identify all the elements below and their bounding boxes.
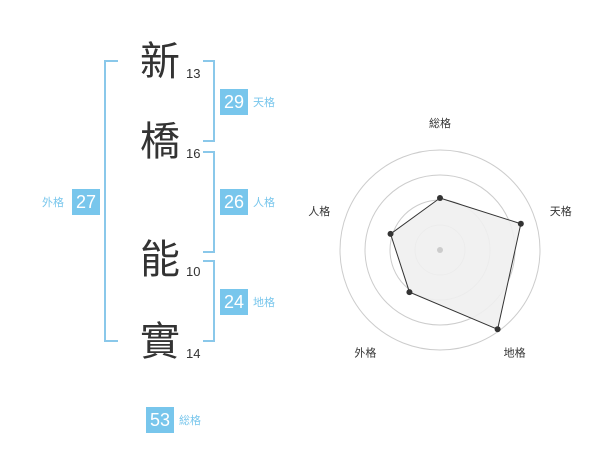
tenkaku-value: 29 [220,89,248,115]
radar-axis-label-1: 総格 [429,116,451,130]
radar-point-1 [437,195,443,201]
soukaku-label: 総格 [179,414,201,427]
tenkaku-label: 天格 [253,96,275,109]
radar-point-5 [387,230,394,237]
name-char-4: 實 [140,319,180,365]
jinkaku-value: 26 [220,189,248,215]
radar-point-3 [494,326,501,333]
radar-axis-label-3: 地格 [504,346,526,360]
radar-axis-label-5: 人格 [308,204,330,218]
gaikaku-bracket [104,60,118,342]
stroke-count-2: 16 [186,146,201,161]
stroke-count-1: 13 [186,66,201,81]
radar-point-2 [517,220,524,227]
gaikaku-value: 27 [72,189,100,215]
radar-axis-label-2: 天格 [550,204,572,218]
radar-axis-label-4: 外格 [354,346,376,360]
radar-area [389,197,522,330]
jinkaku-bracket [203,151,215,253]
radar-center [437,247,443,253]
name-char-2: 橋 [140,119,180,165]
gaikaku-label: 外格 [42,196,64,209]
name-char-3: 能 [140,237,180,283]
stroke-count-4: 14 [186,346,201,361]
stroke-count-3: 10 [186,264,201,279]
radar-ring-4 [339,149,541,351]
chikaku-bracket [203,260,215,342]
soukaku-value: 53 [146,407,174,433]
radar-point-4 [406,289,413,296]
chikaku-label: 地格 [253,296,275,309]
jinkaku-label: 人格 [253,196,275,209]
name-char-1: 新 [140,39,180,85]
tenkaku-bracket [203,60,215,142]
chikaku-value: 24 [220,289,248,315]
